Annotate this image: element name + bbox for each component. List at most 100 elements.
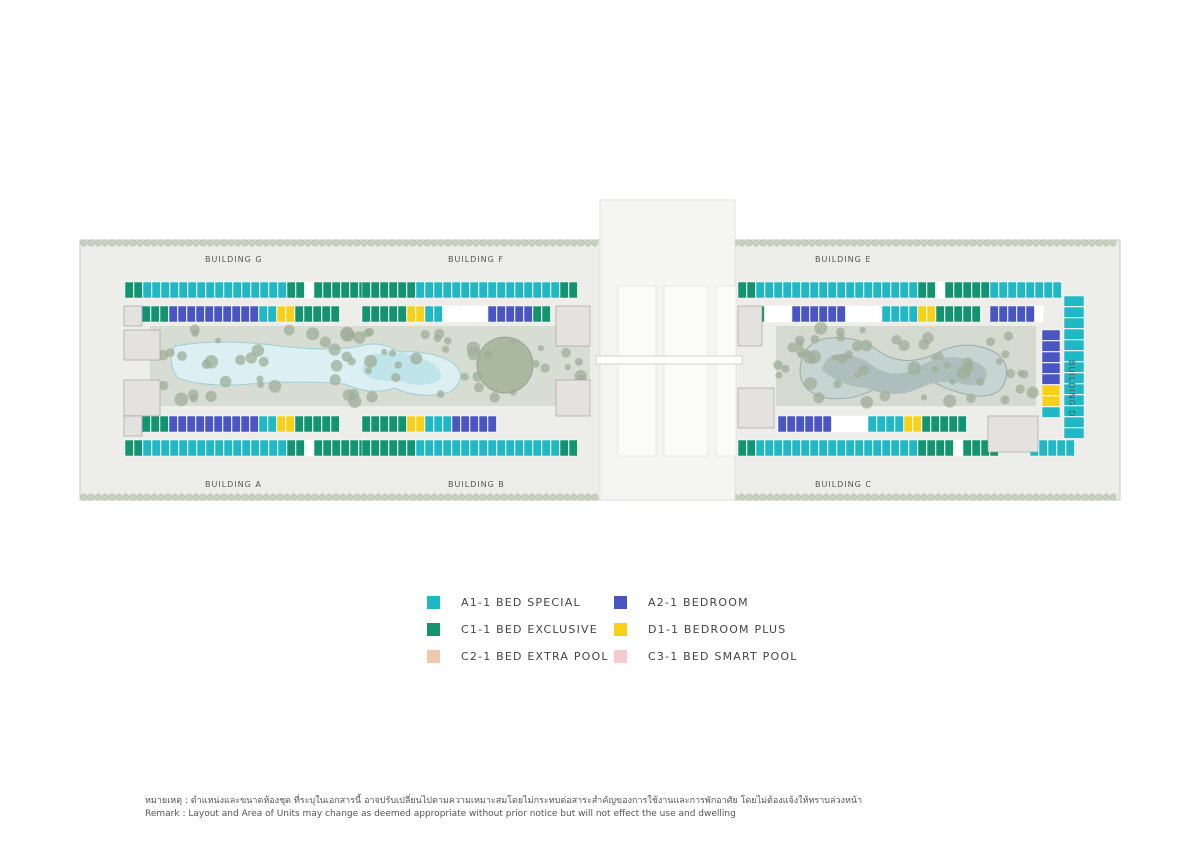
unit-d-top-inner-1 xyxy=(998,305,1008,323)
hedge-top-315 xyxy=(311,239,319,247)
hedge-top-259 xyxy=(255,239,263,247)
hedge-bottom-210 xyxy=(206,493,214,501)
hedge-top-434 xyxy=(430,239,438,247)
hedge-bottom-518 xyxy=(514,493,522,501)
unit-g-outer-21 xyxy=(313,281,323,299)
hedge-top-847 xyxy=(843,239,851,247)
hedge-top-574 xyxy=(570,239,578,247)
east-trees-tree-38 xyxy=(773,360,783,370)
service-core-8 xyxy=(987,415,1039,453)
unit-f-inner-0 xyxy=(361,305,371,323)
west-courtyard-trees xyxy=(157,324,587,408)
hedge-top-833 xyxy=(829,239,837,247)
unit-b-outer-5 xyxy=(406,439,416,457)
unit-d-top-inner-3 xyxy=(1016,305,1026,323)
hedge-top-861 xyxy=(857,239,865,247)
hedge-top-1050 xyxy=(1046,239,1054,247)
hedge-bottom-1008 xyxy=(1004,493,1012,501)
unit-a-outer-16 xyxy=(268,439,278,457)
hedge-top-462 xyxy=(458,239,466,247)
west-trees-tree-37 xyxy=(509,337,517,344)
legend-label-d1: D1-1 BEDROOM PLUS xyxy=(648,622,787,636)
unit-d-outer-col-5 xyxy=(1063,350,1085,362)
unit-f-inner-1 xyxy=(370,305,380,323)
unit-b-outer-14 xyxy=(487,439,497,457)
unit-a-inner-13 xyxy=(258,415,268,433)
unit-c-inner-11 xyxy=(876,415,886,433)
east-trees-tree-33 xyxy=(932,365,939,373)
hedge-bottom-784 xyxy=(780,493,788,501)
unit-g-inner-16 xyxy=(285,305,295,323)
hedge-top-903 xyxy=(899,239,907,247)
unit-b-inner-4 xyxy=(397,415,407,433)
east-trees-tree-29 xyxy=(995,358,1003,365)
unit-f-inner-3 xyxy=(388,305,398,323)
unit-a-outer-17 xyxy=(277,439,287,457)
unit-c-outer-3 xyxy=(764,439,774,457)
unit-a-outer-18 xyxy=(286,439,296,457)
hedge-top-413 xyxy=(409,239,417,247)
unit-f-inner-10 xyxy=(451,305,461,323)
unit-c-outer-17 xyxy=(890,439,900,457)
hedge-bottom-525 xyxy=(521,493,529,501)
hedge-bottom-252 xyxy=(248,493,256,501)
unit-b-outer-13 xyxy=(478,439,488,457)
unit-g-inner-12 xyxy=(249,305,259,323)
hedge-top-406 xyxy=(402,239,410,247)
legend-swatch-c2 xyxy=(427,649,440,663)
west-trees-tree-39 xyxy=(509,388,517,396)
unit-d-inner-col-6 xyxy=(1041,395,1061,407)
hedge-top-294 xyxy=(290,239,298,247)
unit-g-outer-11 xyxy=(223,281,233,299)
unit-e-inner-26 xyxy=(971,305,981,323)
unit-e-outer-3 xyxy=(764,281,774,299)
unit-c-outer-20 xyxy=(917,439,927,457)
unit-c-outer-21 xyxy=(926,439,936,457)
unit-c-outer-24 xyxy=(953,439,963,457)
west-trees-tree-41 xyxy=(363,328,372,338)
unit-a-inner-12 xyxy=(249,415,259,433)
west-trees-tree-13 xyxy=(484,350,493,360)
hedge-bottom-966 xyxy=(962,493,970,501)
hedge-top-84 xyxy=(80,239,88,247)
unit-b-outer-8 xyxy=(433,439,443,457)
hedge-top-987 xyxy=(983,239,991,247)
hedge-top-1106 xyxy=(1102,239,1110,247)
unit-g-inner-7 xyxy=(204,305,214,323)
hedge-top-427 xyxy=(423,239,431,247)
hedge-top-133 xyxy=(129,239,137,247)
unit-c-inner-8 xyxy=(849,415,859,433)
hedge-top-924 xyxy=(920,239,928,247)
unit-c-inner-7 xyxy=(840,415,850,433)
west-trees-tree-69 xyxy=(319,336,331,348)
hedge-bottom-973 xyxy=(969,493,977,501)
unit-f-inner-13 xyxy=(478,305,488,323)
hedge-bottom-1078 xyxy=(1074,493,1082,501)
hedge-top-812 xyxy=(808,239,816,247)
unit-g-outer-5 xyxy=(169,281,179,299)
unit-b-outer-19 xyxy=(532,439,542,457)
unit-c-inner-9 xyxy=(858,415,868,433)
west-trees-tree-33 xyxy=(353,331,366,344)
hedge-bottom-406 xyxy=(402,493,410,501)
unit-f-inner-14 xyxy=(487,305,497,323)
unit-d-bottom-4 xyxy=(1065,439,1075,457)
legend-label-c3: C3-1 BED SMART POOL xyxy=(648,649,798,663)
hedge-top-889 xyxy=(885,239,893,247)
unit-b-inner-7 xyxy=(424,415,434,433)
unit-e-outer-22 xyxy=(935,281,945,299)
hedge-top-1078 xyxy=(1074,239,1082,247)
unit-e-inner-24 xyxy=(953,305,963,323)
hedge-bottom-1029 xyxy=(1025,493,1033,501)
unit-a-outer-21 xyxy=(313,439,323,457)
hedge-top-532 xyxy=(528,239,536,247)
unit-e-inner-6 xyxy=(791,305,801,323)
unit-g-inner-18 xyxy=(303,305,313,323)
west-trees-tree-52 xyxy=(341,351,352,362)
unit-e-inner-4 xyxy=(773,305,783,323)
east-trees-tree-1 xyxy=(1005,368,1016,379)
hedge-top-756 xyxy=(752,239,760,247)
hedge-bottom-329 xyxy=(325,493,333,501)
unit-g-outer-10 xyxy=(214,281,224,299)
hedge-top-1057 xyxy=(1053,239,1061,247)
